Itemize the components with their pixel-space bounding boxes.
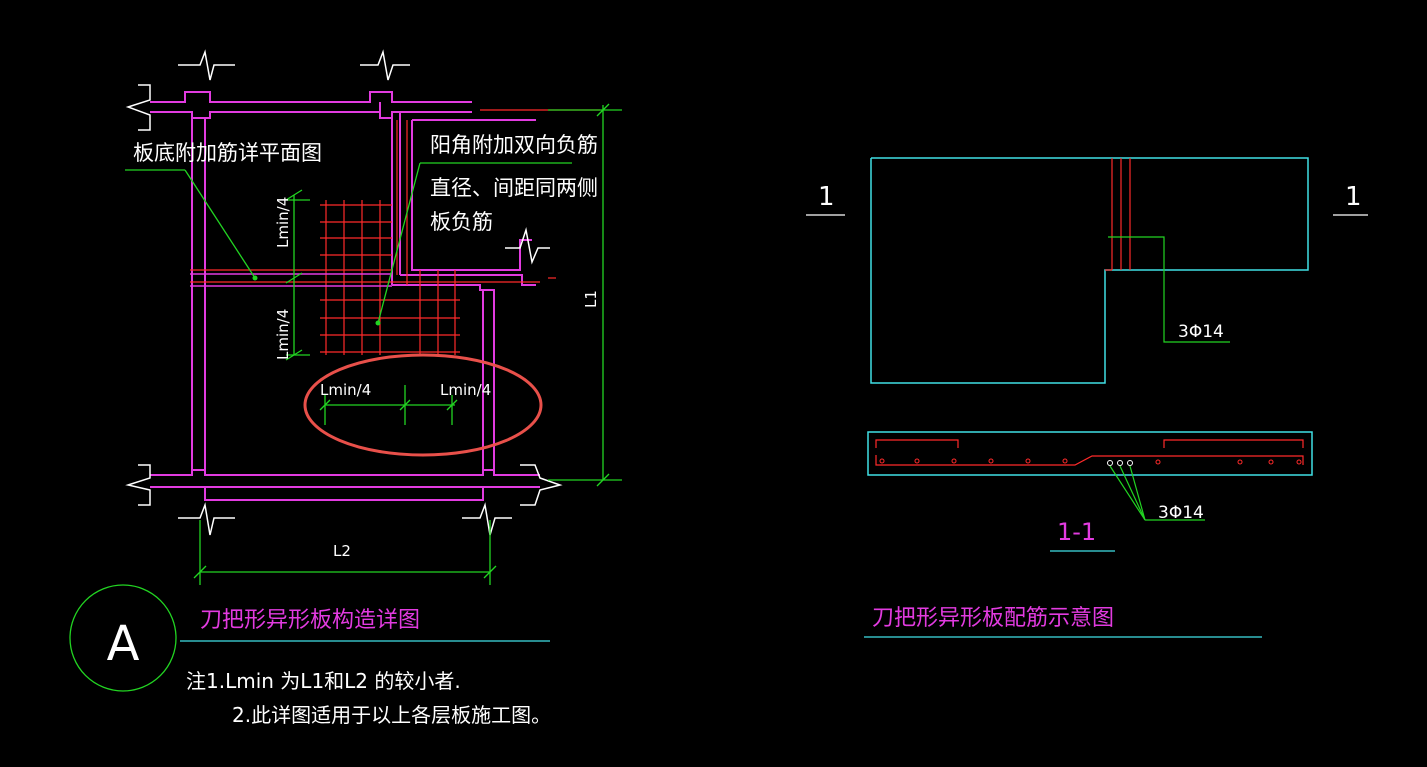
label-corner-line1: 阳角附加双向负筋 bbox=[430, 133, 598, 157]
label-corner-line2: 直径、间距同两侧 bbox=[430, 176, 598, 200]
cut-right-label: 1 bbox=[1345, 182, 1362, 212]
dim-l2: L2 bbox=[333, 542, 351, 560]
slab-leader bbox=[1108, 236, 1230, 343]
label-corner-line3: 板负筋 bbox=[430, 210, 493, 234]
title-left: 刀把形异形板构造详图 bbox=[200, 608, 420, 633]
section-cut-right: 1 bbox=[1333, 182, 1368, 216]
additional-bars bbox=[190, 273, 392, 287]
dim-l1: L1 bbox=[582, 290, 600, 308]
cut-left-label: 1 bbox=[818, 182, 835, 212]
section-bar-dots bbox=[879, 458, 1302, 466]
break-marks bbox=[125, 49, 563, 536]
slab-rebar bbox=[1105, 158, 1131, 271]
section-rebar bbox=[875, 439, 1304, 466]
rebar-mesh bbox=[190, 109, 600, 355]
detail-tag: A bbox=[69, 584, 177, 692]
title-right: 刀把形异形板配筋示意图 bbox=[872, 606, 1114, 631]
dim-lmin-v1: Lmin/4 bbox=[274, 197, 292, 248]
section-leader bbox=[1109, 465, 1205, 521]
highlight-ellipse bbox=[303, 353, 543, 457]
section-cut-left: 1 bbox=[806, 182, 845, 216]
detail-tag-letter: A bbox=[107, 616, 140, 672]
rebar-label-bottom: 3Φ14 bbox=[1158, 503, 1204, 523]
rebar-label-top: 3Φ14 bbox=[1178, 322, 1224, 342]
dim-lmin-h1: Lmin/4 bbox=[320, 381, 371, 399]
note-line-1: 注1.Lmin 为L1和L2 的较小者. bbox=[186, 669, 461, 693]
leader-dots bbox=[252, 275, 381, 326]
slab-outline bbox=[870, 157, 1309, 384]
section-outline bbox=[867, 431, 1313, 476]
section-label: 1-1 bbox=[1057, 518, 1096, 546]
dim-lmin-h2: Lmin/4 bbox=[440, 381, 491, 399]
dim-lmin-v2: Lmin/4 bbox=[274, 309, 292, 360]
label-bottom-rebar: 板底附加筋详平面图 bbox=[133, 141, 322, 165]
note-line-2: 2.此详图适用于以上各层板施工图。 bbox=[232, 703, 551, 727]
dimension-lines bbox=[125, 103, 622, 585]
